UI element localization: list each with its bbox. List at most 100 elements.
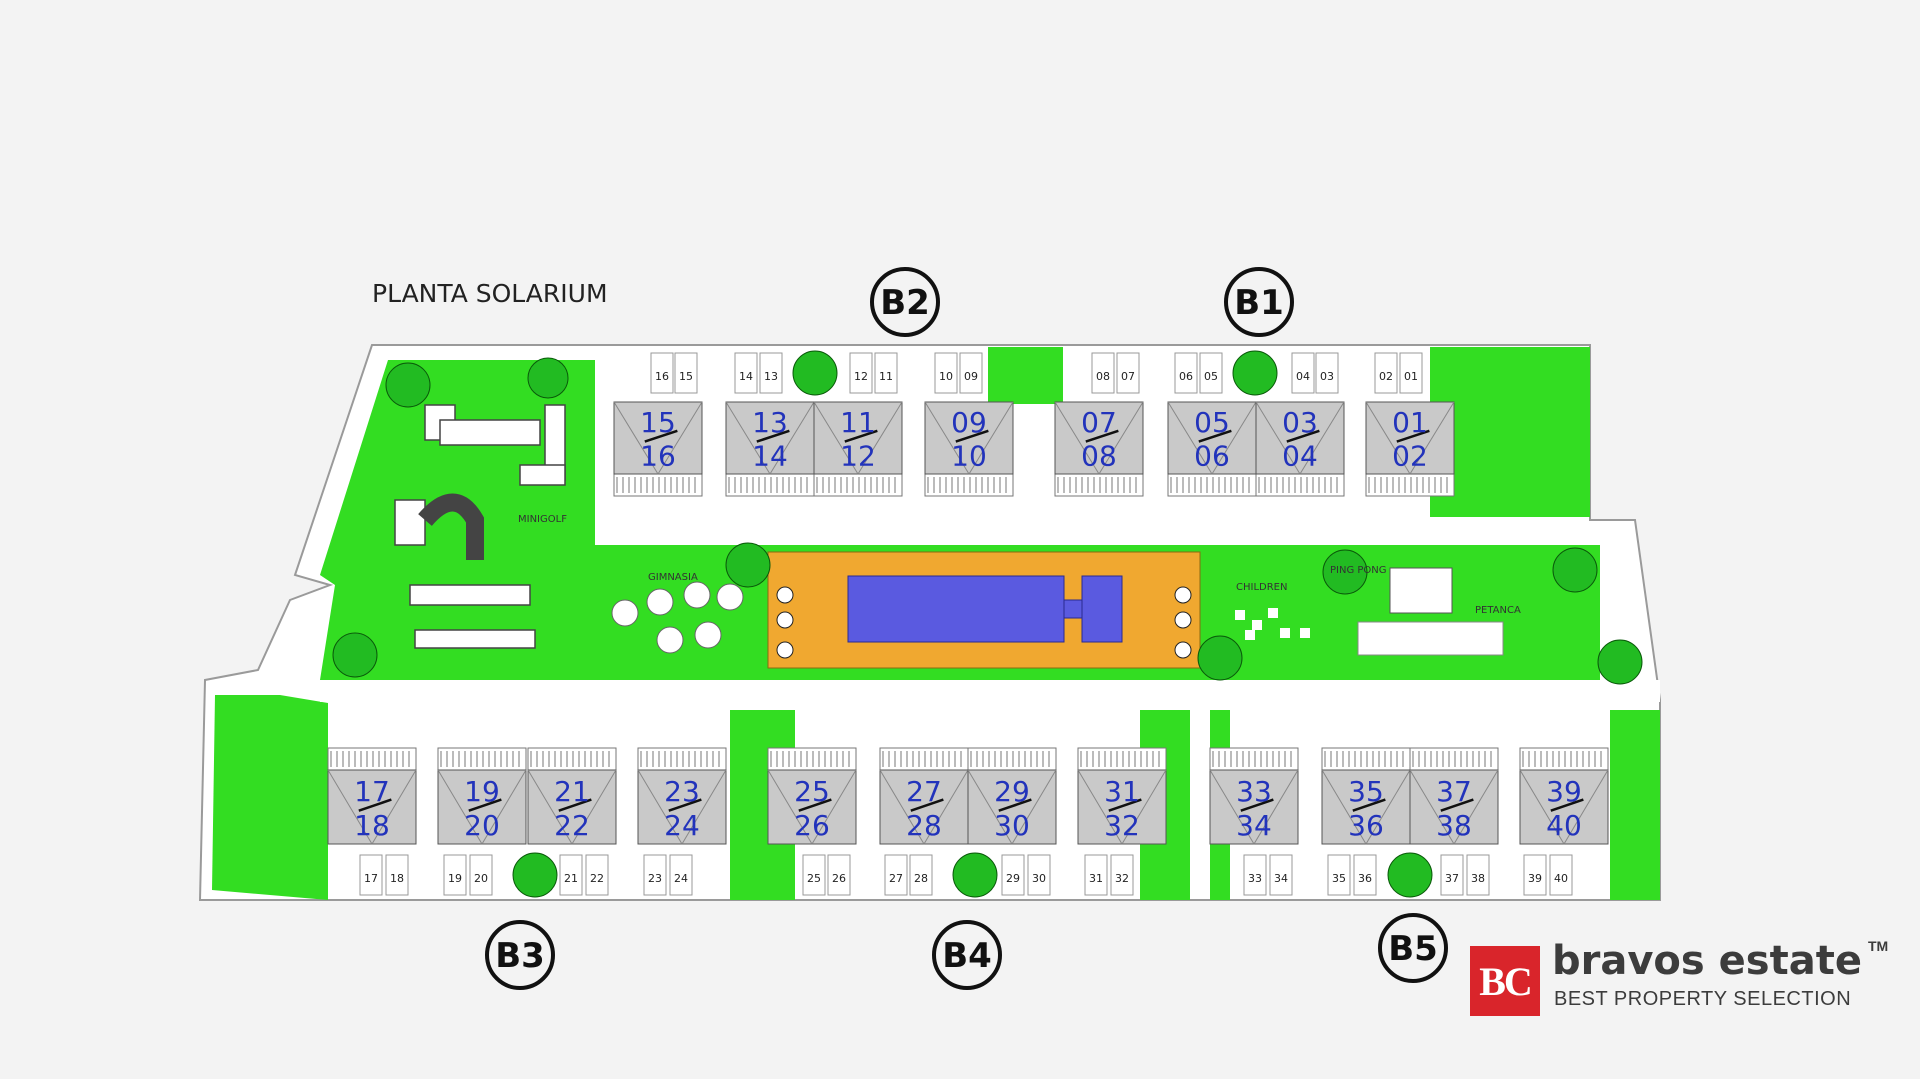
parking-bay	[1374, 352, 1398, 394]
roof-line	[481, 769, 527, 845]
unit-number-bottom: 02	[1392, 439, 1428, 472]
unit-number-bottom: 24	[664, 809, 700, 842]
parking-space-13: 13	[759, 352, 783, 394]
unit-number-bottom: 18	[354, 809, 390, 842]
unit-number-top: 35	[1348, 775, 1384, 808]
unit-number-top: 05	[1194, 406, 1230, 439]
unit-number-top: 37	[1436, 775, 1472, 808]
roof-line	[725, 401, 771, 475]
parking-number: 31	[1089, 872, 1103, 885]
roof-line	[813, 401, 859, 475]
unit-number-bottom: 40	[1546, 809, 1582, 842]
unit-divider	[1240, 798, 1274, 812]
parking-number: 10	[939, 370, 953, 383]
parking-bay	[443, 854, 467, 896]
gym-equipment	[611, 581, 744, 654]
parking-bay	[1243, 854, 1267, 896]
roof-line	[527, 769, 573, 845]
parking-bay	[585, 854, 609, 896]
parking-space-18: 18	[385, 854, 409, 896]
parking-number: 40	[1554, 872, 1568, 885]
unit-divider	[1440, 798, 1474, 812]
unit-number-top: 01	[1392, 406, 1428, 439]
unit-number-top: 17	[354, 775, 390, 808]
parking-space-11: 11	[874, 352, 898, 394]
roof-line	[1011, 769, 1057, 845]
parking-space-33: 33	[1243, 854, 1267, 896]
unit-divider	[1396, 429, 1430, 443]
unit-divider	[644, 429, 678, 443]
block-b1-label: B1	[1234, 283, 1284, 323]
parking-number: 03	[1320, 370, 1334, 383]
children-label: CHILDREN	[1236, 582, 1287, 593]
parking-number: 19	[448, 872, 462, 885]
parking-bay	[1110, 854, 1134, 896]
parking-bay	[827, 854, 851, 896]
block-b5-marker	[1378, 913, 1448, 983]
block-b4-marker	[932, 920, 1002, 990]
brand-logo: BC bravos estate TM BEST PROPERTY SELECT…	[1470, 938, 1900, 1018]
parking-space-40: 40	[1549, 854, 1573, 896]
parking-number: 26	[832, 872, 846, 885]
parking-number: 36	[1358, 872, 1372, 885]
unit-number-bottom: 36	[1348, 809, 1384, 842]
parking-space-22: 22	[585, 854, 609, 896]
parking-space-15: 15	[674, 352, 698, 394]
parking-bay	[1399, 352, 1423, 394]
block-b2-label: B2	[880, 283, 930, 323]
parking-bay	[1091, 352, 1115, 394]
parking-number: 08	[1096, 370, 1110, 383]
roof-line	[1365, 769, 1411, 845]
block-b4-label: B4	[942, 936, 992, 976]
brand-name: bravos estate	[1552, 938, 1862, 984]
unit-divider	[1085, 429, 1119, 443]
unit-divider	[844, 429, 878, 443]
unit-number-bottom: 06	[1194, 439, 1230, 472]
parking-space-20: 20	[469, 854, 493, 896]
parking-space-23: 23	[643, 854, 667, 896]
unit-number-bottom: 16	[640, 439, 676, 472]
parking-space-36: 36	[1353, 854, 1377, 896]
unit-number-top: 23	[664, 775, 700, 808]
parking-number: 18	[390, 872, 404, 885]
parking-space-03: 03	[1315, 352, 1339, 394]
unit-number-top: 11	[840, 406, 876, 439]
parking-space-06: 06	[1174, 352, 1198, 394]
unit-number-bottom: 30	[994, 809, 1030, 842]
parking-bay	[884, 854, 908, 896]
parking-number: 39	[1528, 872, 1542, 885]
unit-body	[725, 401, 815, 475]
plan-title: PLANTA SOLARIUM	[372, 279, 608, 308]
roof-line	[327, 769, 373, 845]
parking-bay	[1084, 854, 1108, 896]
unit-divider	[955, 429, 989, 443]
bottom-unit-row: 1718192021222324252627282930313233343536…	[327, 747, 1609, 845]
unit-number-top: 13	[752, 406, 788, 439]
parking-number: 29	[1006, 872, 1020, 885]
parking-space-34: 34	[1269, 854, 1293, 896]
gym-label: GIMNASIA	[648, 572, 698, 583]
parking-number: 01	[1404, 370, 1418, 383]
unit-number-bottom: 12	[840, 439, 876, 472]
parking-bay	[359, 854, 383, 896]
children-area	[1235, 608, 1310, 640]
roof-line	[637, 769, 683, 845]
parking-bay	[669, 854, 693, 896]
block-b2-marker	[870, 267, 940, 337]
parking-bay	[1315, 352, 1339, 394]
parking-number: 28	[914, 872, 928, 885]
parking-space-16: 16	[650, 352, 674, 394]
roof-line	[1098, 401, 1144, 475]
parking-number: 21	[564, 872, 578, 885]
unit-number-bottom: 14	[752, 439, 788, 472]
parking-bay	[385, 854, 409, 896]
unit-divider	[558, 798, 592, 812]
